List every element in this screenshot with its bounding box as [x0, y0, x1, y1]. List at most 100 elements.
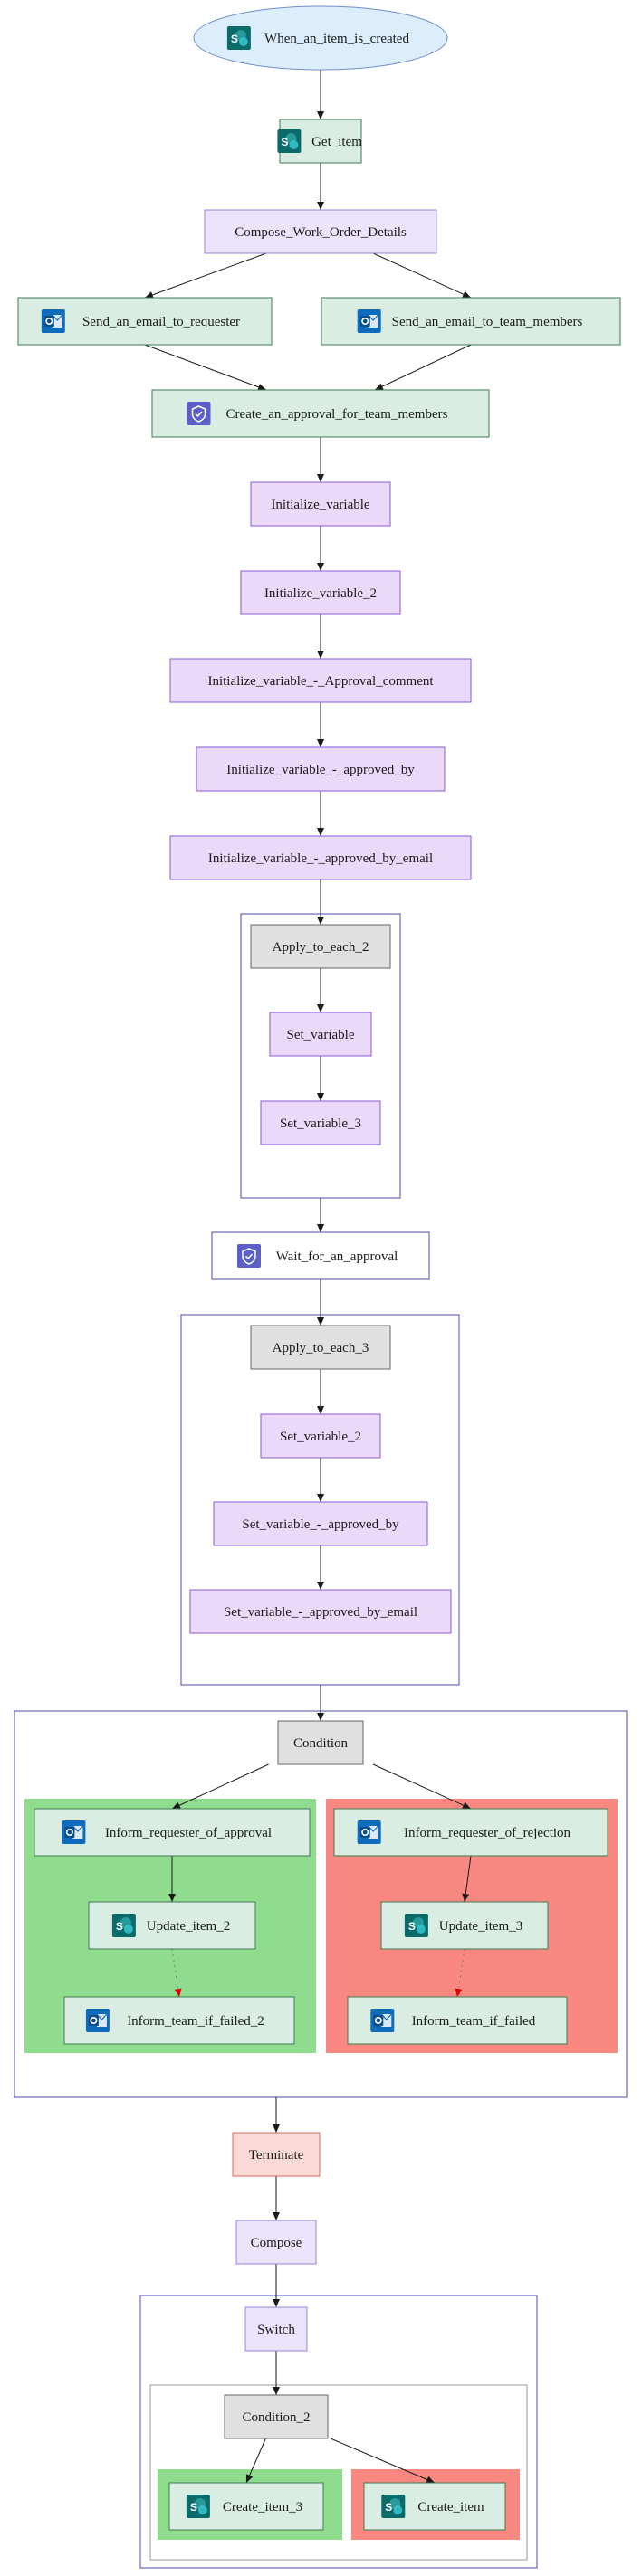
node-init-var-approved-by[interactable]: Initialize_variable_-_approved_by	[196, 746, 446, 792]
node-label: Initialize_variable_-_Approval_comment	[207, 674, 434, 689]
edge-condition-to-inform-approval	[171, 1763, 269, 1810]
node-condition[interactable]: Condition	[277, 1720, 364, 1765]
node-shape	[277, 1720, 364, 1765]
svg-text:S: S	[408, 1920, 416, 1933]
node-label: Inform_requester_of_rejection	[404, 1826, 571, 1840]
node-label: Update_item_3	[439, 1919, 522, 1934]
node-shape	[250, 924, 391, 969]
node-shape	[260, 1413, 381, 1459]
outlook-icon	[85, 2009, 110, 2032]
node-set-variable-3[interactable]: Set_variable_3	[260, 1100, 381, 1145]
node-shape	[250, 1325, 391, 1370]
node-label: Initialize_variable_-_approved_by	[226, 763, 415, 777]
node-update-item-3[interactable]: S Update_item_3	[380, 1901, 549, 1950]
svg-text:S: S	[116, 1920, 123, 1933]
node-shape	[204, 209, 437, 254]
node-shape	[232, 2132, 321, 2177]
edge-compose-work-order-details-to-send-email-team	[372, 252, 472, 299]
node-compose-work-order-details[interactable]: Compose_Work_Order_Details	[204, 209, 437, 254]
approvals-icon	[237, 1244, 261, 1268]
node-label: Inform_team_if_failed_2	[127, 2014, 264, 2029]
node-shape	[189, 1589, 452, 1634]
node-inform-team-failed-2[interactable]: Inform_team_if_failed_2	[63, 1996, 295, 2045]
node-label: Terminate	[249, 2148, 304, 2163]
node-label: Wait_for_an_approval	[276, 1250, 398, 1264]
node-label: Condition_2	[242, 2410, 310, 2425]
approvals-icon	[187, 402, 211, 425]
node-shape	[240, 570, 401, 615]
node-init-variable[interactable]: Initialize_variable	[250, 481, 391, 527]
node-init-var-approved-by-email[interactable]: Initialize_variable_-_approved_by_email	[169, 835, 472, 880]
node-when-an-item-is-created[interactable]: S When_an_item_is_created	[193, 5, 448, 71]
edge-condition-2-to-create-item-3	[245, 2438, 266, 2484]
node-shape	[196, 746, 446, 792]
node-label: Get_item	[311, 135, 362, 149]
node-shape	[260, 1100, 381, 1145]
node-inform-approval[interactable]: Inform_requester_of_approval	[34, 1808, 311, 1857]
node-set-variable-2[interactable]: Set_variable_2	[260, 1413, 381, 1459]
node-shape	[269, 1012, 372, 1057]
node-label: Compose	[251, 2236, 302, 2250]
node-shape	[244, 2306, 308, 2352]
node-label: Update_item_2	[147, 1919, 230, 1934]
node-send-email-team[interactable]: Send_an_email_to_team_members	[321, 297, 621, 346]
node-create-item[interactable]: S Create_item	[363, 2482, 506, 2531]
node-label: Apply_to_each_3	[273, 1341, 369, 1355]
node-label: Initialize_variable_-_approved_by_email	[208, 851, 433, 866]
node-inform-team-failed[interactable]: Inform_team_if_failed	[347, 1996, 568, 2045]
node-init-var-approval-comment[interactable]: Initialize_variable_-_Approval_comment	[169, 658, 472, 703]
node-label: Apply_to_each_2	[273, 940, 369, 955]
sharepoint-icon: S	[226, 26, 251, 50]
node-update-item-2[interactable]: S Update_item_2	[88, 1901, 256, 1950]
node-set-var-approved-by[interactable]: Set_variable_-_approved_by	[213, 1501, 428, 1546]
node-label: Set_variable_-_approved_by	[242, 1517, 399, 1532]
node-label: Create_item	[417, 2500, 484, 2514]
node-inform-rejection[interactable]: Inform_requester_of_rejection	[333, 1808, 608, 1857]
node-init-variable-2[interactable]: Initialize_variable_2	[240, 570, 401, 615]
edge-send-email-team-to-create-approval	[374, 344, 472, 391]
outlook-icon	[370, 2009, 395, 2032]
node-label: Initialize_variable_2	[264, 586, 377, 601]
node-label: Inform_requester_of_approval	[105, 1826, 272, 1840]
svg-text:S: S	[190, 2501, 197, 2514]
node-compose[interactable]: Compose	[235, 2220, 317, 2265]
sharepoint-icon: S	[381, 2495, 406, 2518]
sharepoint-icon: S	[277, 129, 302, 153]
node-label: Set_variable	[287, 1028, 355, 1042]
node-shape	[193, 5, 448, 71]
node-create-approval[interactable]: Create_an_approval_for_team_members	[151, 389, 490, 438]
edge-compose-work-order-details-to-send-email-requester	[144, 252, 267, 299]
outlook-icon	[357, 309, 381, 333]
node-send-email-requester[interactable]: Send_an_email_to_requester	[17, 297, 273, 346]
node-get-item[interactable]: S Get_item	[277, 119, 362, 164]
node-label: When_an_item_is_created	[264, 32, 409, 46]
node-apply-to-each-3[interactable]: Apply_to_each_3	[250, 1325, 391, 1370]
node-label: Send_an_email_to_team_members	[392, 315, 583, 329]
node-wait-for-approval[interactable]: Wait_for_an_approval	[211, 1231, 430, 1280]
sharepoint-icon: S	[111, 1914, 136, 1937]
node-switch[interactable]: Switch	[244, 2306, 308, 2352]
sharepoint-icon: S	[404, 1914, 428, 1937]
sharepoint-icon: S	[186, 2495, 210, 2518]
node-label: Create_an_approval_for_team_members	[226, 407, 448, 422]
node-set-var-approved-by-email[interactable]: Set_variable_-_approved_by_email	[189, 1589, 452, 1634]
node-label: Set_variable_3	[280, 1117, 361, 1131]
node-shape	[17, 297, 273, 346]
node-apply-to-each-2[interactable]: Apply_to_each_2	[250, 924, 391, 969]
node-label: Initialize_variable	[271, 498, 369, 512]
node-shape	[169, 658, 472, 703]
node-set-variable[interactable]: Set_variable	[269, 1012, 372, 1057]
node-shape	[250, 481, 391, 527]
edge-condition-2-to-create-item	[330, 2438, 436, 2484]
node-shape	[224, 2394, 329, 2439]
edge-inform-rejection-to-update-item-3	[462, 1855, 472, 1903]
svg-text:S: S	[385, 2501, 392, 2514]
svg-text:S: S	[231, 33, 238, 45]
node-terminate[interactable]: Terminate	[232, 2132, 321, 2177]
node-label: Condition	[293, 1736, 349, 1751]
node-label: Set_variable_-_approved_by_email	[224, 1605, 417, 1620]
node-condition-2[interactable]: Condition_2	[224, 2394, 329, 2439]
